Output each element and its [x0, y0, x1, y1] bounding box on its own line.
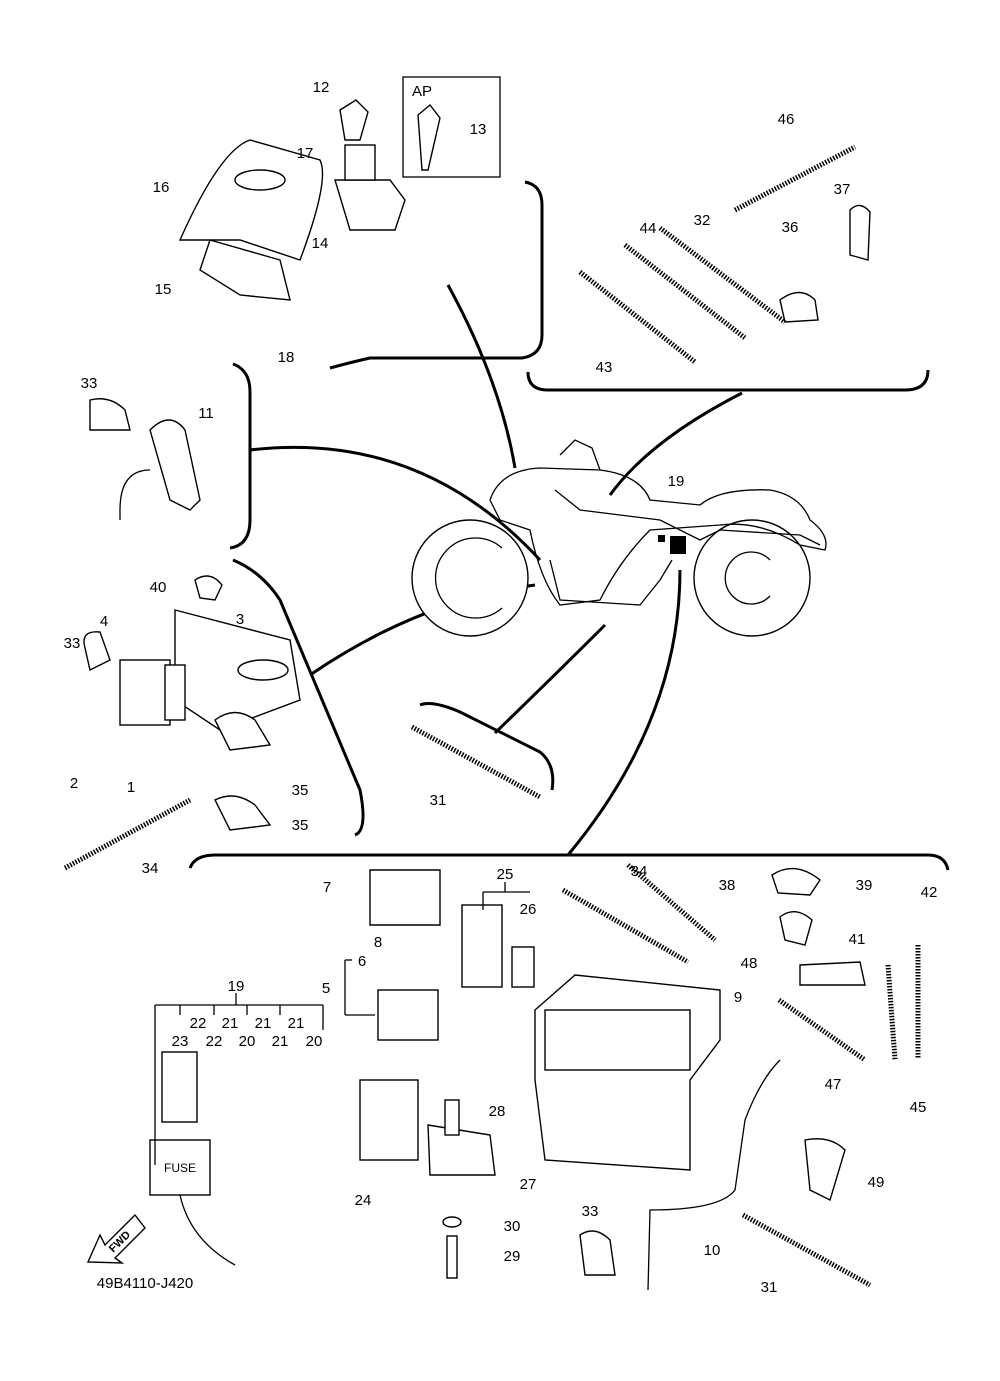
parts	[83, 99, 871, 1291]
arrow-to-bike-4	[493, 623, 607, 735]
arrow-to-bike-2	[249, 445, 542, 562]
callout: 12	[313, 79, 330, 96]
callouts: 12 13 17 16 14 15 18 46 37 32 44 36 43 3…	[64, 79, 938, 1296]
group-divider-left-mid	[229, 362, 252, 550]
callout: 14	[312, 235, 329, 252]
callout: 16	[153, 179, 170, 196]
callout: 17	[297, 145, 314, 162]
callout: 35	[292, 817, 309, 834]
callout: 33	[64, 635, 81, 652]
callout: 20	[306, 1033, 323, 1050]
callout: 33	[582, 1203, 599, 1220]
arrow-to-bike-5	[608, 391, 743, 496]
callout: 33	[81, 375, 98, 392]
callout: 24	[355, 1192, 372, 1209]
callout: 41	[849, 931, 866, 948]
callout: 4	[100, 613, 108, 630]
callout: 31	[761, 1279, 778, 1296]
callout: 46	[778, 111, 795, 128]
callout: 40	[150, 579, 167, 596]
diagram-code: 49B4110-J420	[97, 1275, 193, 1292]
cable-ties	[63, 144, 921, 1288]
callout: 34	[142, 860, 159, 877]
callout: 48	[741, 955, 758, 972]
callout: 10	[704, 1242, 721, 1259]
callout: 38	[719, 877, 736, 894]
callout: 15	[155, 281, 172, 298]
callout: 42	[921, 884, 938, 901]
ap-box	[402, 76, 501, 178]
callout: 29	[504, 1248, 521, 1265]
callout: 28	[489, 1103, 506, 1120]
fwd-arrow-icon: FWD	[86, 1213, 146, 1264]
callout: 45	[910, 1099, 927, 1116]
callout: 21	[288, 1015, 305, 1032]
callout: 30	[504, 1218, 521, 1235]
group-divider-bottom	[188, 853, 950, 871]
group-divider-left-lower	[232, 558, 365, 837]
callout: 44	[640, 220, 657, 237]
callout: 39	[856, 877, 873, 894]
callout: 7	[323, 879, 331, 896]
callout: 3	[236, 611, 244, 628]
callout: 5	[322, 980, 330, 997]
callout: 47	[825, 1076, 842, 1093]
arrow-to-bike-1	[446, 284, 517, 469]
callout: 31	[430, 792, 447, 809]
callout: 49	[868, 1174, 885, 1191]
callout: 23	[172, 1033, 189, 1050]
fuse-label: FUSE	[164, 1161, 196, 1175]
fuse-callout-bracket	[154, 882, 530, 1165]
group-divider-tie	[419, 702, 555, 791]
callout: 26	[520, 901, 537, 918]
callout: 9	[734, 989, 742, 1006]
callout: 6	[358, 953, 366, 970]
callout: 35	[292, 782, 309, 799]
arrow-to-bike-6	[566, 569, 682, 856]
callout: 22	[206, 1033, 223, 1050]
callout: 37	[834, 181, 851, 198]
callout: 43	[596, 359, 613, 376]
group-divider-top-right	[526, 369, 930, 392]
callout: 13	[470, 121, 487, 138]
callout: 21	[222, 1015, 239, 1032]
group-divider-top-left	[329, 180, 544, 370]
callout: 36	[782, 219, 799, 236]
callout: 1	[127, 779, 135, 796]
callout: 11	[198, 405, 214, 422]
callout: 19	[228, 978, 245, 995]
callout: 21	[255, 1015, 272, 1032]
callout: 27	[520, 1176, 537, 1193]
callout: 25	[497, 866, 514, 883]
motorcycle-outline	[411, 439, 827, 637]
callout: 32	[694, 212, 711, 229]
callout: 8	[374, 934, 382, 951]
callout: 18	[278, 349, 295, 366]
callout: 19	[668, 473, 685, 490]
callout: 22	[190, 1015, 207, 1032]
callout: 21	[272, 1033, 289, 1050]
callout: 2	[70, 775, 78, 792]
callout: 34	[631, 863, 648, 880]
ap-label: AP	[412, 83, 432, 100]
callout: 20	[239, 1033, 256, 1050]
